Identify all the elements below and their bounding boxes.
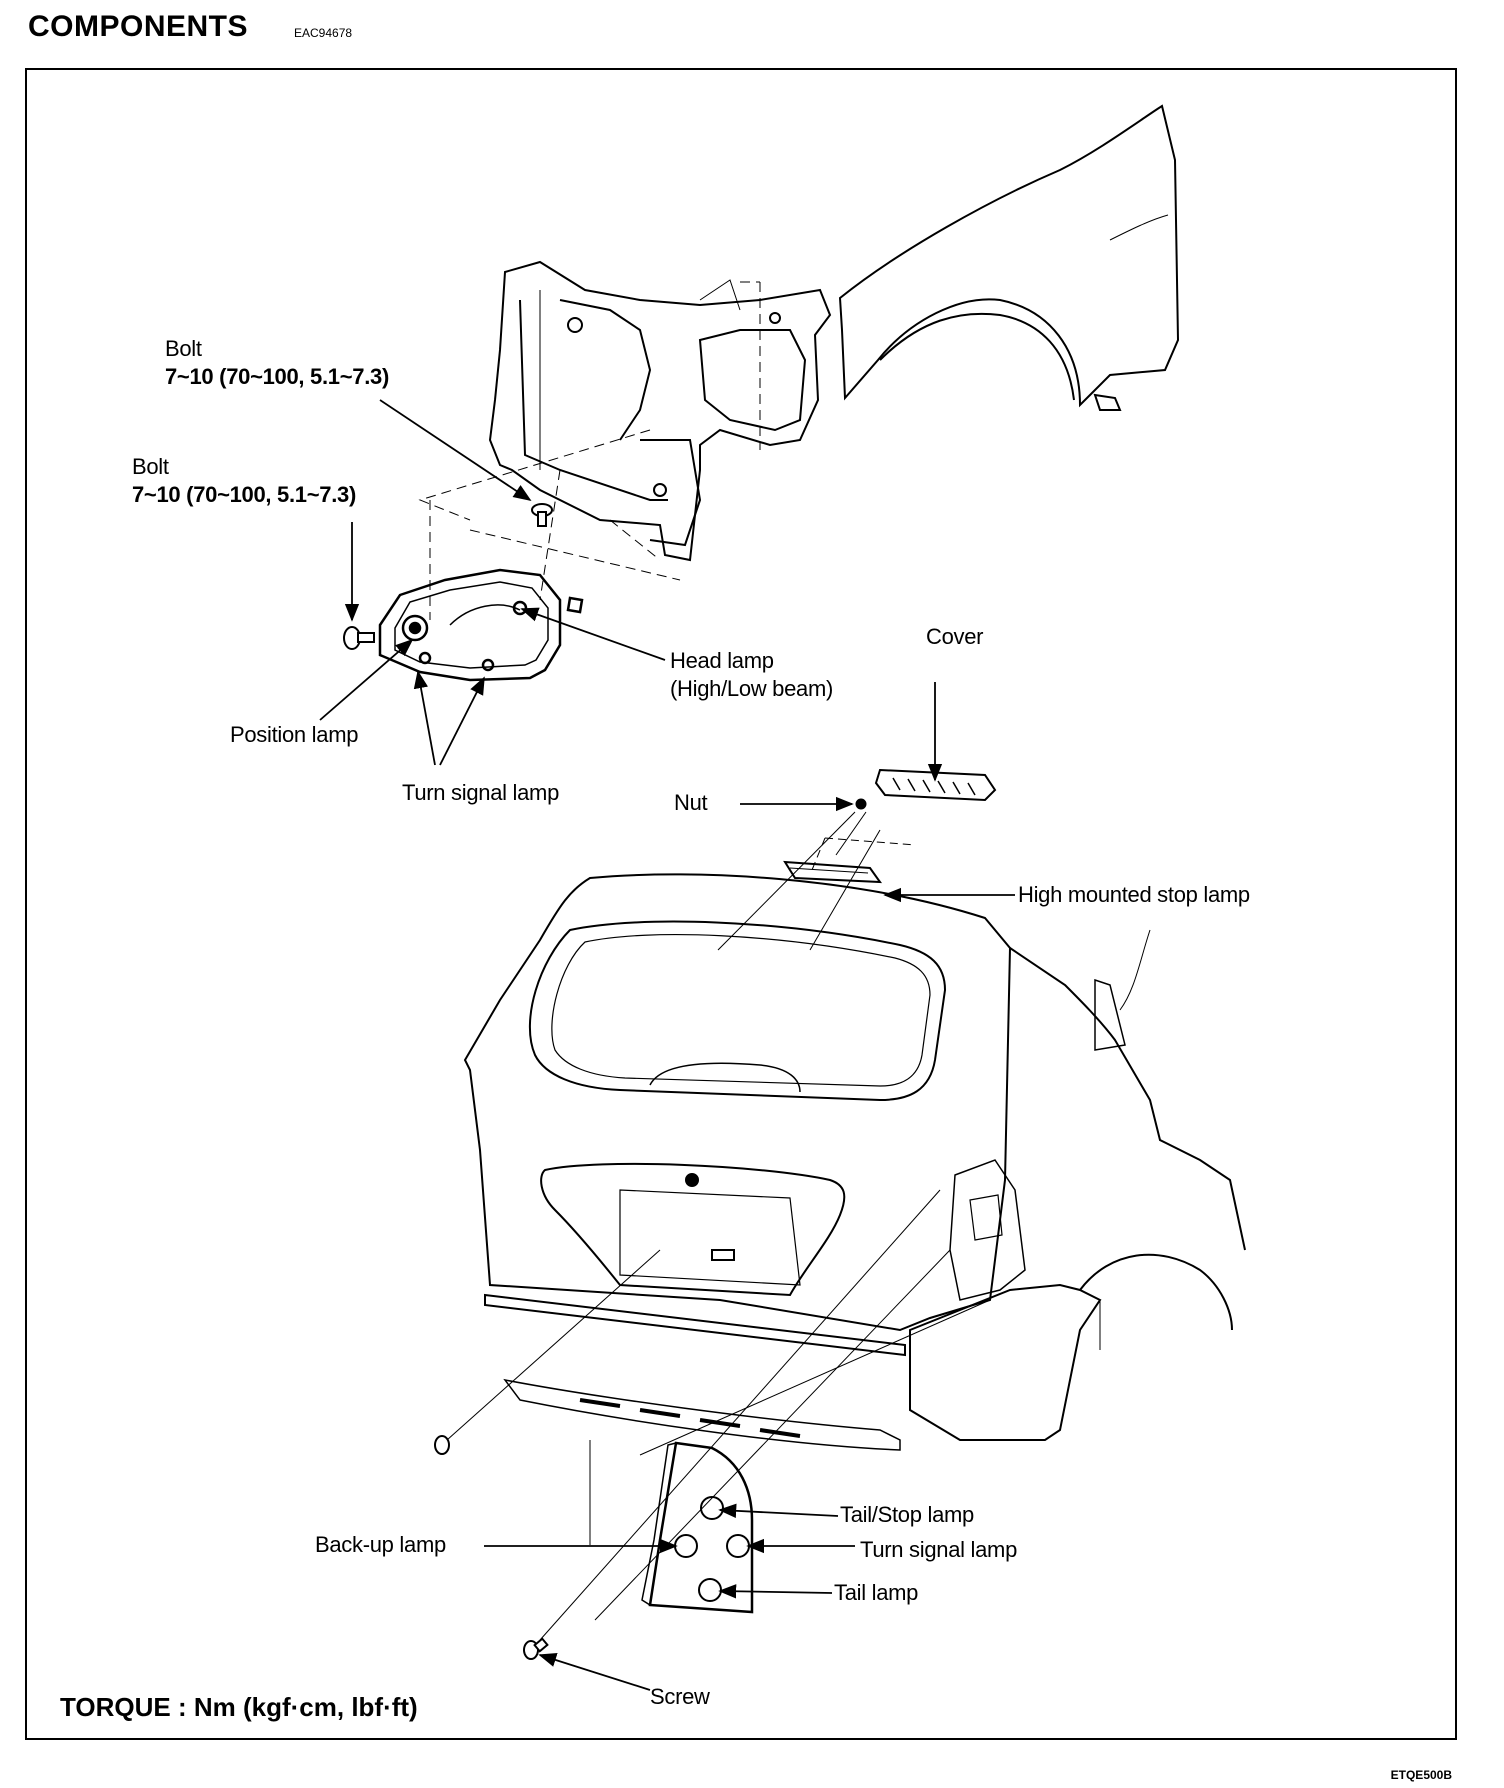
diagram-frame [25, 68, 1457, 1740]
screw-drawing [523, 1637, 549, 1660]
label-nut: Nut [674, 790, 708, 815]
label-head-lamp: Head lamp [670, 648, 774, 673]
section-code: EAC94678 [294, 26, 353, 40]
label-turn-signal-rear: Turn signal lamp [860, 1537, 1018, 1562]
screw-bumper-drawing [434, 1435, 450, 1455]
front-fender-drawing [838, 104, 1180, 411]
label-high-mounted-stop-lamp: High mounted stop lamp [1018, 882, 1250, 907]
rear-leader-lines [484, 682, 1015, 1691]
label-bolt-side-torque: 7~10 (70~100, 5.1~7.3) [132, 482, 356, 507]
label-cover: Cover [926, 624, 984, 649]
rear-lamp-alignment-lines [446, 1189, 991, 1641]
label-head-lamp-beam: (High/Low beam) [670, 676, 834, 701]
label-bolt-upper-torque: 7~10 (70~100, 5.1~7.3) [165, 364, 389, 389]
label-turn-signal-front: Turn signal lamp [402, 780, 560, 805]
label-tail-lamp: Tail lamp [834, 1580, 919, 1605]
front-end-module-drawing [488, 260, 832, 562]
vehicle-rear-drawing [463, 873, 1246, 1451]
label-screw: Screw [650, 1684, 710, 1709]
page-title: COMPONENTS [28, 10, 249, 43]
high-mounted-stop-lamp-drawing [783, 860, 883, 884]
label-back-up-lamp: Back-up lamp [315, 1532, 446, 1557]
rear-alignment-lines [717, 811, 916, 951]
bolt-side-drawing [343, 626, 375, 650]
front-alignment-lines [418, 281, 761, 620]
nut-drawing [855, 798, 867, 810]
head-lamp-assembly-drawing [378, 568, 584, 682]
figure-code: ETQE500B [1390, 1768, 1452, 1782]
torque-unit-note: TORQUE : Nm (kgf·cm, lbf·ft) [60, 1692, 418, 1722]
bolt-upper-drawing [531, 503, 553, 527]
label-bolt-side: Bolt [132, 454, 169, 479]
label-tail-stop-lamp: Tail/Stop lamp [840, 1502, 974, 1527]
rear-combination-lamp-drawing [641, 1441, 754, 1614]
cover-drawing [874, 768, 997, 802]
label-bolt-upper: Bolt [165, 336, 202, 361]
label-position-lamp: Position lamp [230, 722, 359, 747]
front-leader-lines [319, 399, 666, 766]
